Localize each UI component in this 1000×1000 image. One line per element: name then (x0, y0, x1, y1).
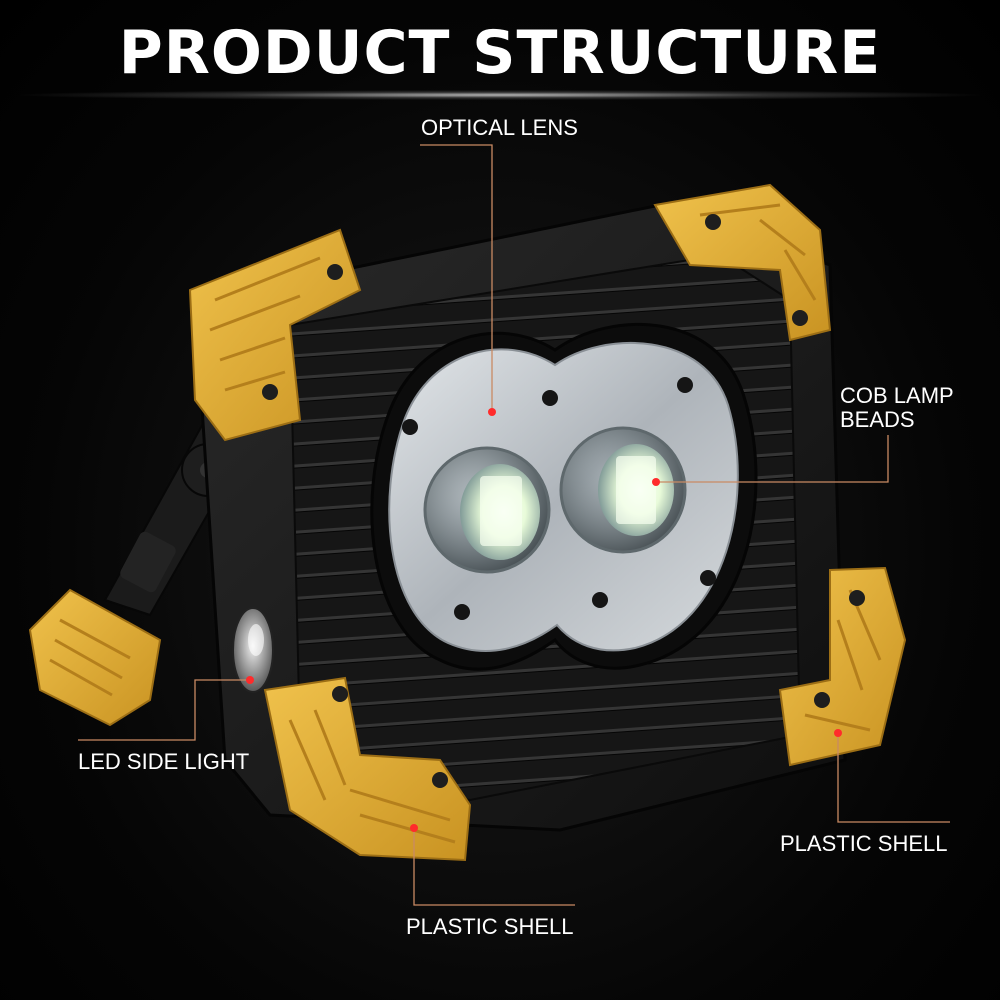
led-side-light (232, 607, 274, 693)
callout-line-cob-lamp-beads (656, 435, 889, 483)
label-cob-lamp-beads-line1: COB LAMP (840, 383, 954, 408)
label-led-side-light: LED SIDE LIGHT (78, 749, 250, 774)
label-cob-lamp-beads-line2: BEADS (840, 407, 915, 432)
callout-dot-plastic-shell-bottom (410, 824, 418, 832)
label-optical-lens: OPTICAL LENS (421, 115, 578, 140)
callout-dot-cob-lamp-beads (652, 478, 660, 486)
corner-bumper-top-left (188, 228, 362, 442)
callout-line-led-side-light (78, 679, 248, 741)
corner-bumper-bottom-right (778, 566, 907, 767)
callout-line-plastic-shell-right (837, 733, 950, 823)
callout-line-plastic-shell-bottom (413, 828, 575, 906)
page-title: PRODUCT STRUCTURE (118, 18, 882, 88)
label-plastic-shell-bottom: PLASTIC SHELL (406, 914, 574, 939)
cob-lamp-beads (423, 426, 687, 574)
callout-line-optical-lens (420, 144, 493, 410)
callout-lines (78, 144, 950, 906)
label-plastic-shell-right: PLASTIC SHELL (780, 831, 948, 856)
callout-dots (246, 408, 842, 832)
corner-bumper-top-right (653, 183, 832, 342)
callout-dot-led-side-light (246, 676, 254, 684)
title-underline-glow (20, 90, 980, 100)
callout-dot-optical-lens (488, 408, 496, 416)
callout-dot-plastic-shell-right (834, 729, 842, 737)
stand-foot-bumper (28, 588, 162, 727)
corner-bumper-bottom-left (263, 676, 472, 862)
